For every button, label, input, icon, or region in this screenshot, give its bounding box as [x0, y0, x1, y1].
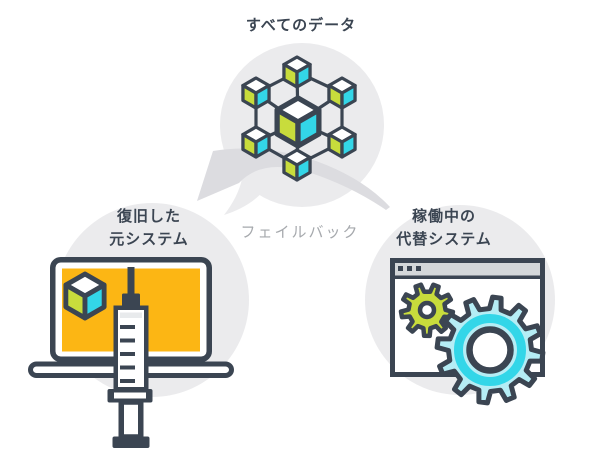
left-system-label-line1: 復旧した	[116, 207, 181, 225]
left-system-label-line2: 元システム	[109, 230, 189, 248]
browser-window-buttons-icon	[398, 266, 421, 271]
right-system-label-line1: 稼働中の	[411, 207, 476, 225]
syringe-liquid-line	[120, 312, 142, 318]
network-cube-lower-right	[327, 125, 357, 159]
syringe-icon	[107, 267, 153, 448]
syringe-plunger-foot	[112, 436, 150, 448]
failback-label-text: フェイルバック	[240, 223, 360, 241]
network-cube-upper-left	[241, 76, 271, 110]
gear-small-icon	[398, 282, 456, 339]
failback-arrow	[197, 148, 390, 210]
all-data-label-text: すべてのデータ	[245, 16, 357, 34]
data-bubble-tail	[224, 179, 266, 215]
network-cube-bottom	[282, 148, 312, 182]
browser-titlebar	[395, 263, 540, 276]
browser-titlebar-divider	[395, 275, 540, 279]
syringe-needle	[127, 267, 135, 296]
network-cube-top	[282, 55, 312, 89]
syringe-graduations	[120, 325, 135, 383]
network-cube-lower-left	[241, 125, 271, 159]
syringe-plunger-rod	[118, 399, 144, 440]
gear-large-icon	[434, 294, 546, 406]
syringe-flange-slot	[114, 392, 146, 399]
left-system-label: 復旧した 元システム	[49, 205, 249, 251]
syringe-hub	[122, 293, 140, 308]
network-cube-center	[277, 98, 319, 146]
right-system-label-line2: 代替システム	[396, 230, 492, 248]
data-cube-on-screen	[66, 274, 104, 318]
network-cube-upper-right	[327, 76, 357, 110]
failback-label: フェイルバック	[200, 221, 400, 244]
all-data-label: すべてのデータ	[201, 14, 401, 37]
syringe-barrel	[113, 305, 149, 392]
right-system-label: 稼働中の 代替システム	[344, 205, 544, 251]
